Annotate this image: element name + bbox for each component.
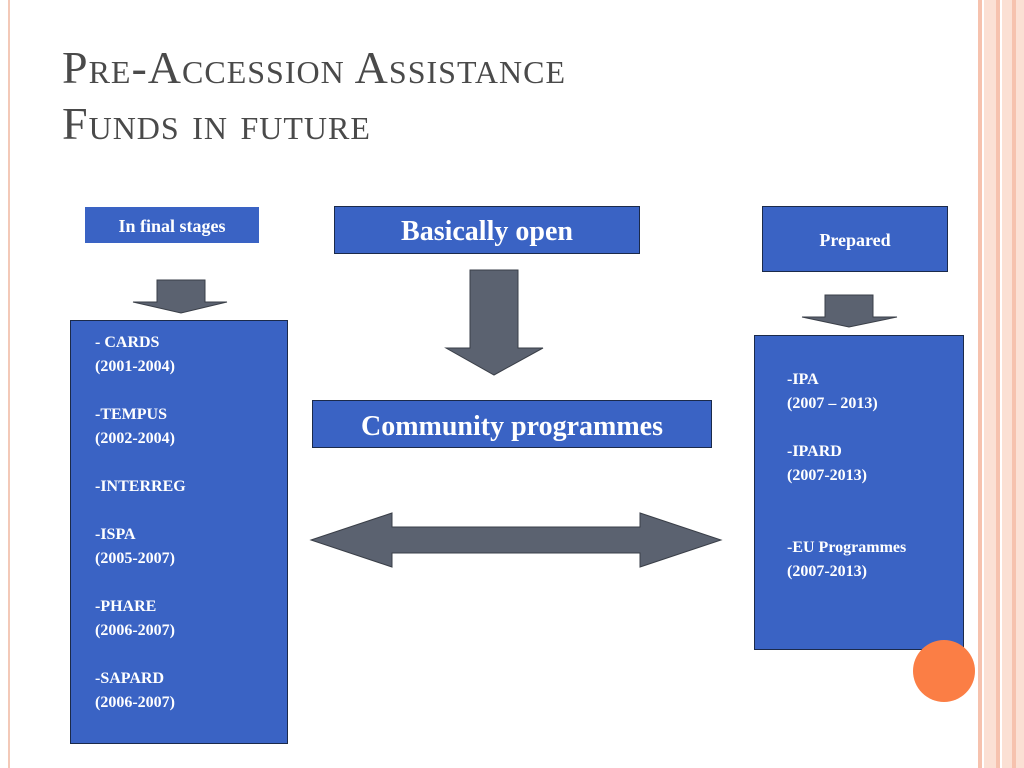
left-programme-list: - CARDS (2001-2004) -TEMPUS (2002-2004) … bbox=[70, 320, 288, 744]
programme-period: (2006-2007) bbox=[95, 622, 175, 639]
final-stages-label: In final stages bbox=[84, 206, 260, 244]
basically-open-label: Basically open bbox=[334, 206, 640, 254]
list-item: -INTERREG bbox=[95, 475, 287, 499]
decorative-stripe bbox=[996, 0, 1000, 768]
programme-period: (2002-2004) bbox=[95, 430, 175, 447]
left-border-line bbox=[8, 0, 10, 768]
list-item: -SAPARD (2006-2007) bbox=[95, 667, 287, 715]
down-arrow-left bbox=[132, 279, 228, 314]
down-arrow-middle bbox=[444, 269, 544, 376]
programme-name: -EU Programmes bbox=[787, 539, 907, 556]
list-item: - CARDS (2001-2004) bbox=[95, 331, 287, 379]
down-arrow-right bbox=[801, 294, 898, 328]
programme-name: -IPARD bbox=[787, 443, 842, 460]
decorative-stripe bbox=[1012, 0, 1016, 768]
prepared-label: Prepared bbox=[762, 206, 948, 272]
double-headed-arrow bbox=[309, 512, 723, 568]
programme-name: -TEMPUS bbox=[95, 406, 167, 423]
list-item: -PHARE (2006-2007) bbox=[95, 595, 287, 643]
decorative-stripe bbox=[1002, 0, 1012, 768]
programme-period: (2005-2007) bbox=[95, 550, 175, 567]
list-item: -IPARD (2007-2013) bbox=[787, 440, 963, 488]
title-line-2: Funds in future bbox=[62, 98, 371, 149]
programme-period: (2007-2013) bbox=[787, 467, 867, 484]
orange-circle-decoration bbox=[913, 640, 975, 702]
slide-title: Pre-Accession Assistance Funds in future bbox=[62, 40, 822, 152]
community-programmes-label: Community programmes bbox=[312, 400, 712, 448]
programme-name: -PHARE bbox=[95, 598, 157, 615]
list-item: -ISPA (2005-2007) bbox=[95, 523, 287, 571]
decorative-stripe bbox=[984, 0, 996, 768]
programme-name: -SAPARD bbox=[95, 670, 165, 687]
programme-period: (2007 – 2013) bbox=[787, 395, 878, 412]
title-line-1: Pre-Accession Assistance bbox=[62, 42, 567, 93]
programme-name: - CARDS bbox=[95, 334, 160, 351]
decorative-stripe bbox=[1016, 0, 1024, 768]
programme-period: (2001-2004) bbox=[95, 358, 175, 375]
decorative-stripe bbox=[978, 0, 982, 768]
list-item: -EU Programmes (2007-2013) bbox=[787, 536, 963, 584]
programme-name: -INTERREG bbox=[95, 478, 186, 495]
programme-period: (2007-2013) bbox=[787, 563, 867, 580]
programme-period: (2006-2007) bbox=[95, 694, 175, 711]
right-programme-list: -IPA (2007 – 2013) -IPARD (2007-2013) -E… bbox=[754, 335, 964, 650]
programme-name: -ISPA bbox=[95, 526, 136, 543]
list-item: -TEMPUS (2002-2004) bbox=[95, 403, 287, 451]
programme-name: -IPA bbox=[787, 371, 819, 388]
list-item: -IPA (2007 – 2013) bbox=[787, 368, 963, 416]
